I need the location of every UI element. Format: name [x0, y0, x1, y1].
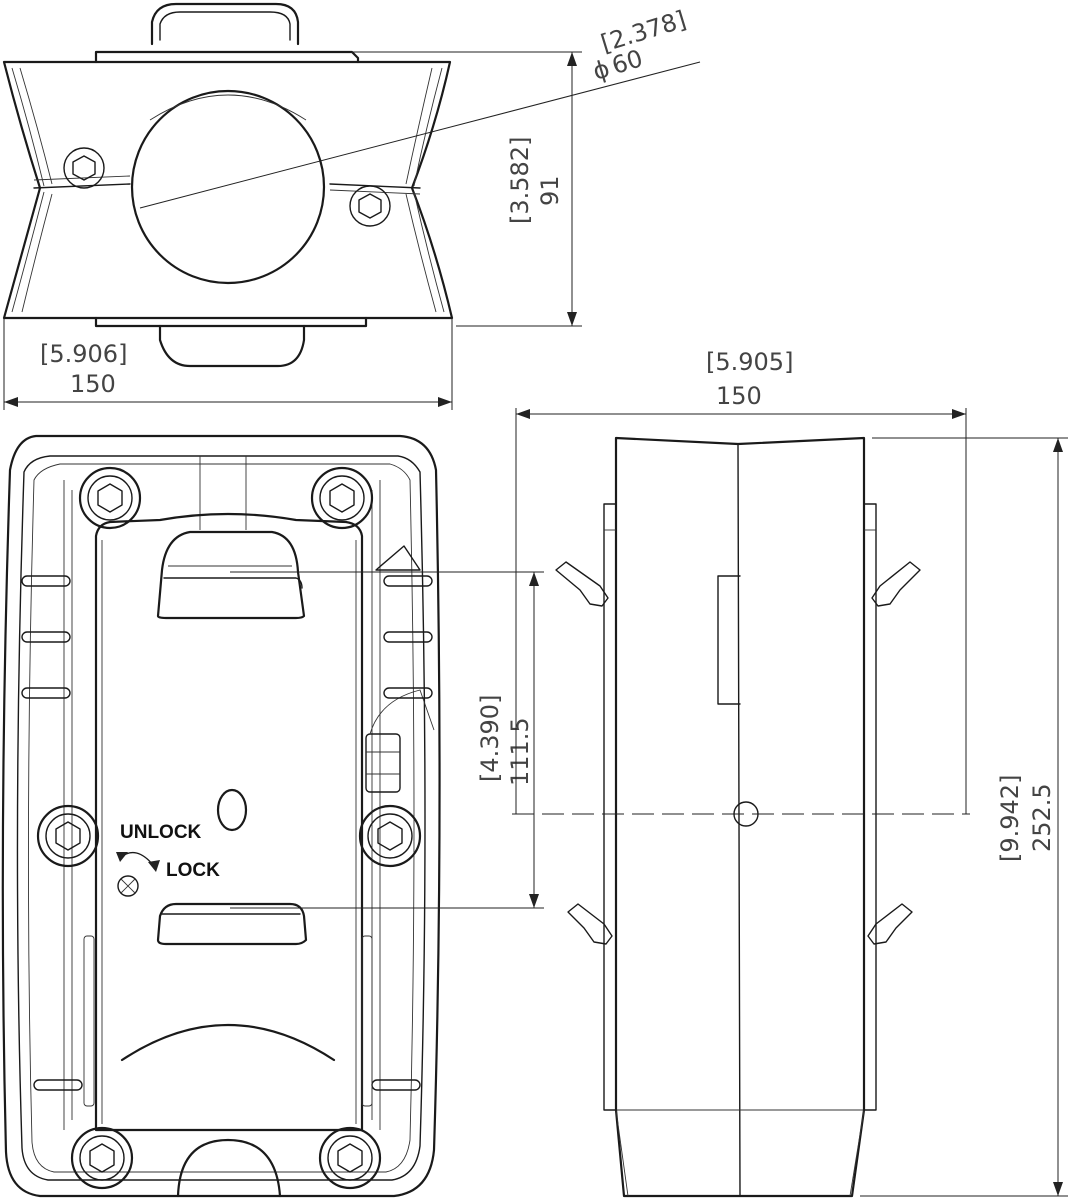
width-label-mm: 150	[70, 370, 116, 398]
top-view	[2, 2, 701, 368]
rib-right	[383, 575, 433, 699]
side-view	[512, 436, 970, 1198]
side-width-label-in: [5.905]	[706, 348, 793, 376]
diameter-symbol: ϕ	[590, 54, 613, 85]
hex-bolt-icon	[70, 1126, 134, 1190]
hex-bolt-icon	[78, 466, 142, 530]
clamp-body	[2, 60, 454, 320]
hex-bolt-icon	[318, 1126, 382, 1190]
height-label-mm: 91	[536, 175, 564, 206]
hex-bolt-icon	[358, 804, 422, 868]
dimension-height-side: [9.942] 252.5	[860, 437, 1068, 1197]
height-label-in: [3.582]	[506, 137, 534, 224]
pipe-hole	[130, 89, 326, 285]
hook-icon	[867, 903, 913, 945]
side-body	[614, 436, 866, 1198]
side-height-label-in: [9.942]	[996, 775, 1024, 862]
center-slot	[216, 788, 248, 832]
side-width-label-mm: 150	[716, 382, 762, 410]
width-label-in: [5.906]	[40, 340, 127, 368]
nut-icon	[365, 689, 435, 793]
hex-bolt-icon	[349, 185, 391, 227]
spacing-label-mm: 111.5	[506, 717, 534, 786]
side-height-label-mm: 252.5	[1028, 783, 1056, 852]
hook-icon	[567, 903, 613, 945]
hex-bolt-icon	[310, 466, 374, 530]
svg-text:ϕ60: ϕ60	[590, 44, 646, 86]
lock-screw-icon	[117, 875, 139, 897]
rotate-arrow-icon	[116, 851, 160, 872]
sliding-plate	[94, 512, 364, 1132]
hex-bolt-icon	[63, 147, 105, 189]
hex-bolt-icon	[36, 804, 100, 868]
rib-bottom	[33, 935, 421, 1107]
dimension-spacing: [4.390] 111.5	[230, 571, 544, 909]
mounting-plate	[1, 434, 441, 1198]
hook-icon	[555, 561, 609, 607]
spacing-label-in: [4.390]	[476, 695, 504, 782]
pivot-hole	[733, 801, 759, 827]
front-view: UNLOCK LOCK	[1, 434, 441, 1198]
dimension-diameter: [2.378] ϕ60	[590, 5, 690, 85]
dimension-height-top: [3.582] 91	[352, 51, 582, 327]
diameter-label-in: [2.378]	[598, 5, 690, 57]
rib-left	[21, 575, 71, 699]
lock-label: LOCK	[166, 860, 220, 881]
hook-icon	[871, 561, 921, 607]
dimension-width-top: [5.906] 150	[3, 318, 453, 410]
unlock-label: UNLOCK	[120, 822, 202, 843]
dimension-width-side: [5.905] 150	[515, 348, 967, 814]
